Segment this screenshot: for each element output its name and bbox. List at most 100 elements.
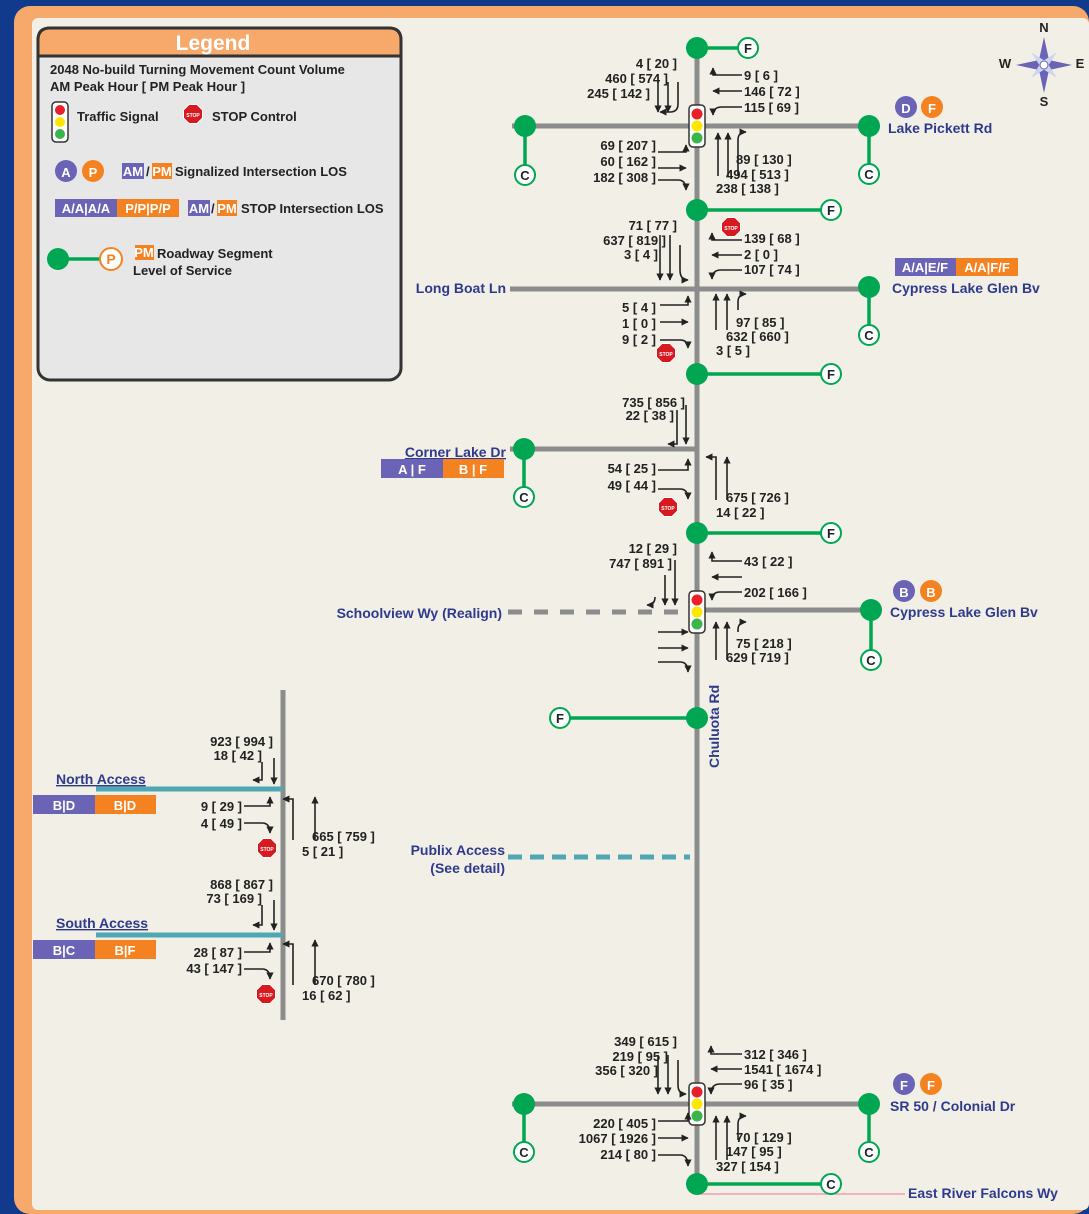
svg-text:PM: PM (217, 201, 237, 216)
los-cypress-1: A/A|E/F A/A|F/F (895, 258, 1018, 276)
vol-na-nb-2: 5 [ 21 ] (302, 844, 343, 859)
svg-text:/: / (146, 164, 150, 179)
vol-lb-wb-3: 107 [ 74 ] (744, 262, 800, 277)
legend-line2: AM Peak Hour [ PM Peak Hour ] (50, 79, 245, 94)
compass-rose-icon (1015, 36, 1073, 94)
vol-lp-sb-3: 245 [ 142 ] (587, 86, 650, 101)
svg-text:F: F (827, 526, 835, 541)
svg-text:PM: PM (152, 164, 172, 179)
svg-text:P/P|P/P: P/P|P/P (125, 201, 171, 216)
svg-text:E: E (1076, 56, 1085, 71)
signal-sr50 (688, 1082, 706, 1126)
vol-lp-eb-2: 60 [ 162 ] (600, 154, 656, 169)
vol-cy-sb-2: 747 [ 891 ] (609, 556, 672, 571)
svg-text:AM: AM (123, 164, 143, 179)
signal-lake-pickett (688, 104, 706, 148)
vol-lb-sb-3: 3 [ 4 ] (624, 247, 658, 262)
vol-sr-wb-1: 312 [ 346 ] (744, 1047, 807, 1062)
vol-lb-eb-3: 9 [ 2 ] (622, 332, 656, 347)
vol-lb-nb-3: 3 [ 5 ] (716, 343, 750, 358)
los-cypress-2: B B (893, 580, 942, 602)
svg-text:F: F (928, 101, 936, 116)
vol-lp-nb-2: 494 [ 513 ] (726, 167, 789, 182)
vol-lb-nb-1: 97 [ 85 ] (736, 315, 784, 330)
svg-text:B|D: B|D (53, 798, 75, 813)
svg-text:F: F (900, 1078, 908, 1093)
svg-text:W: W (999, 56, 1012, 71)
legend-segment-label-1: Roadway Segment (157, 246, 273, 261)
vol-lb-wb-2: 2 [ 0 ] (744, 247, 778, 262)
segment-los-sr-e: C (858, 1141, 880, 1163)
vol-sa-sb-2: 73 [ 169 ] (206, 891, 262, 906)
street-south-access: South Access (56, 915, 148, 931)
vol-lb-nb-2: 632 [ 660 ] (726, 329, 789, 344)
street-lake-pickett: Lake Pickett Rd (888, 120, 992, 136)
compass-rose: N S E W (999, 20, 1085, 109)
street-north-access: North Access (56, 771, 146, 787)
street-chuluota-rd: Chuluota Rd (706, 685, 722, 768)
segment-los-cy2-e: C (860, 649, 882, 671)
vol-cl-sb-1: 735 [ 856 ] (622, 395, 685, 410)
svg-text:S: S (1040, 94, 1049, 109)
vol-sr-sb-2: 219 [ 95 ] (612, 1049, 668, 1064)
svg-text:B | F: B | F (459, 462, 487, 477)
svg-text:B|D: B|D (114, 798, 136, 813)
svg-text:P: P (106, 251, 115, 267)
street-east-river: East River Falcons Wy (908, 1185, 1058, 1201)
svg-text:A/A|A/A: A/A|A/A (62, 201, 111, 216)
vol-cy-wb-1: 43 [ 22 ] (744, 554, 792, 569)
street-corner-lake: Corner Lake Dr (405, 444, 507, 460)
signal-cypress-lake-glen (688, 590, 706, 634)
stop-sign-long-boat-wb: STOP (721, 217, 741, 237)
svg-text:STOP: STOP (661, 506, 675, 512)
vol-sr-wb-3: 96 [ 35 ] (744, 1077, 792, 1092)
vol-cl-nb-2: 14 [ 22 ] (716, 505, 764, 520)
svg-text:C: C (866, 653, 876, 668)
svg-text:B|F: B|F (115, 943, 136, 958)
segment-los-sr-w: C (513, 1141, 535, 1163)
stop-sign-south-access: STOP (256, 984, 276, 1004)
vol-cl-nb-1: 675 [ 726 ] (726, 490, 789, 505)
los-sr50: F F (893, 1073, 942, 1095)
svg-text:F: F (556, 711, 564, 726)
street-publix-1: Publix Access (411, 842, 506, 858)
segment-los-cy1-e: C (858, 324, 880, 346)
street-publix-2: (See detail) (430, 860, 505, 876)
vol-sa-eb-2: 43 [ 147 ] (186, 961, 242, 976)
svg-text:STOP: STOP (724, 226, 738, 232)
legend-stop-los-sample: A/A|A/A P/P|P/P AM / PM (55, 199, 237, 217)
legend-segment-label-2: Level of Service (133, 263, 232, 278)
vol-lp-nb-3: 238 [ 138 ] (716, 181, 779, 196)
street-sr50: SR 50 / Colonial Dr (890, 1098, 1016, 1114)
vol-lb-eb-1: 5 [ 4 ] (622, 300, 656, 315)
segment-los-s4: F (820, 522, 842, 544)
legend-stop-label: STOP Control (212, 109, 297, 124)
stop-sign-north-access: STOP (257, 838, 277, 858)
vol-sr-eb-2: 1067 [ 1926 ] (579, 1131, 656, 1146)
svg-text:PM: PM (134, 245, 154, 260)
vol-cy-wb-2: 202 [ 166 ] (744, 585, 807, 600)
vol-lp-sb-2: 460 [ 574 ] (605, 71, 668, 86)
vol-sa-nb-1: 670 [ 780 ] (312, 973, 375, 988)
svg-text:C: C (519, 1145, 529, 1160)
svg-text:N: N (1039, 20, 1048, 35)
legend-signal-los-sample: A P AM / PM (55, 160, 172, 182)
vol-lp-wb-3: 115 [ 69 ] (744, 100, 799, 115)
legend-box: Legend 2048 No-build Turning Movement Co… (36, 26, 403, 382)
vol-na-eb-2: 4 [ 49 ] (201, 816, 242, 831)
svg-text:B: B (899, 585, 908, 600)
svg-text:C: C (864, 167, 874, 182)
segment-los-s2: F (820, 199, 842, 221)
vol-sr-nb-2: 147 [ 95 ] (726, 1144, 782, 1159)
svg-text:A/A|F/F: A/A|F/F (964, 260, 1010, 275)
vol-cy-nb-2: 629 [ 719 ] (726, 650, 789, 665)
vol-sr-nb-3: 327 [ 154 ] (716, 1159, 779, 1174)
stop-sign-corner-lake: STOP (658, 497, 678, 517)
vol-cl-eb-2: 49 [ 44 ] (608, 478, 656, 493)
los-south-access: B|C B|F (33, 940, 156, 959)
legend-title: Legend (176, 32, 251, 55)
svg-text:STOP: STOP (186, 113, 200, 119)
svg-text:F: F (827, 203, 835, 218)
svg-text:C: C (826, 1177, 836, 1192)
svg-text:F: F (744, 41, 752, 56)
